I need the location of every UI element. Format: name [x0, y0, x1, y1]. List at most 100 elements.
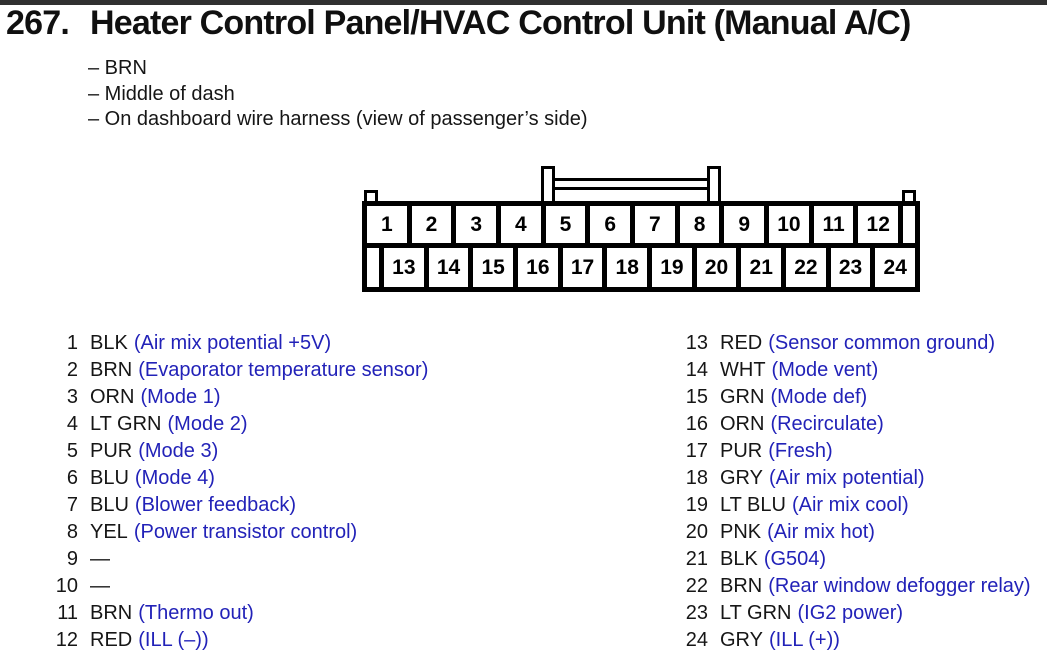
pin-wire-color: PUR	[720, 440, 763, 462]
pin-wire-color: PUR	[90, 440, 133, 462]
pin-function: (Evaporator temperature sensor)	[138, 359, 429, 381]
page-title: 267. Heater Control Panel/HVAC Control Un…	[6, 4, 911, 43]
pin-number: 10	[55, 575, 78, 597]
pin-number: 13	[685, 332, 708, 354]
pin-wire-color: LT BLU	[720, 494, 786, 516]
connector-pin-cell: 4	[501, 206, 541, 243]
pin-number: 21	[685, 548, 708, 570]
pin-wire-color: BRN	[720, 575, 763, 597]
pin-row: 17 PUR(Fresh)	[670, 438, 1031, 465]
pin-row: 5 PUR(Mode 3)	[40, 438, 428, 465]
connector-pin-cell: 12	[858, 206, 899, 243]
location-notes: – BRN – Middle of dash – On dashboard wi…	[88, 56, 588, 133]
pin-number: 4	[66, 413, 78, 435]
connector-pin-cell: 19	[652, 248, 692, 287]
pin-row: 23 LT GRN(IG2 power)	[670, 600, 1031, 627]
connector-pin-cell: 9	[724, 206, 765, 243]
pin-wire-color: GRY	[720, 629, 763, 651]
section-number: 267.	[6, 4, 70, 42]
connector-bottom-row: 13 14 15 16 17 18 19 20 21 22 23 24	[367, 248, 916, 287]
pin-function: (Mode 4)	[134, 467, 215, 489]
pin-wire-color: BLK	[720, 548, 758, 570]
pin-row: 21 BLK(G504)	[670, 546, 1031, 573]
pin-number: 18	[685, 467, 708, 489]
pin-function: (Air mix hot)	[767, 521, 875, 543]
pin-wire-color: LT GRN	[720, 602, 792, 624]
pin-number: 22	[685, 575, 708, 597]
connector-pin-cell: 2	[411, 206, 452, 243]
pin-row: 22 BRN(Rear window defogger relay)	[670, 573, 1031, 600]
pin-function: (Sensor common ground)	[768, 332, 996, 354]
pin-number: 11	[57, 602, 78, 624]
pin-function: (Thermo out)	[138, 602, 254, 624]
connector-pin-cell: 24	[875, 248, 916, 287]
pin-function: (Air mix potential +5V)	[133, 332, 332, 354]
pin-row: 12 RED(ILL (–))	[40, 627, 428, 654]
connector-pin-cell: 3	[456, 206, 497, 243]
connector-blank-cell	[367, 248, 379, 287]
pin-function: (G504)	[763, 548, 827, 570]
pin-row: 9—	[40, 546, 428, 573]
pin-number: 12	[55, 629, 78, 651]
pin-number: 23	[685, 602, 708, 624]
pin-number: 3	[66, 386, 78, 408]
pin-function: (Blower feedback)	[134, 494, 297, 516]
connector-latch-post-right	[707, 166, 721, 206]
connector-pin-cell: 20	[696, 248, 737, 287]
pin-function: (Air mix potential)	[768, 467, 925, 489]
pin-number: 24	[685, 629, 708, 651]
note-line: – BRN	[88, 57, 147, 79]
pin-row: 10 —	[40, 573, 428, 600]
pin-row: 11 BRN(Thermo out)	[40, 600, 428, 627]
pin-wire-color: PNK	[720, 521, 762, 543]
pin-number: 14	[685, 359, 708, 381]
pin-function: (Fresh)	[768, 440, 833, 462]
connector-diagram: 1 2 3 4 5 6 7 8 9 10 11 12 13 14 15 16 1…	[362, 165, 920, 292]
pin-number: 1	[66, 332, 78, 354]
pin-function: (IG2 power)	[797, 602, 904, 624]
pin-function: (Mode 3)	[138, 440, 219, 462]
scan-artifact-bar	[0, 0, 1047, 5]
pin-function: (Recirculate)	[770, 413, 884, 435]
pin-row: 24 GRY(ILL (+))	[670, 627, 1031, 654]
pin-function: (ILL (–))	[138, 629, 209, 651]
connector-pin-cell: 14	[428, 248, 469, 287]
pin-function: (Mode 2)	[167, 413, 248, 435]
pin-number: 15	[685, 386, 708, 408]
pin-function: (Mode vent)	[771, 359, 879, 381]
pin-number: 6	[66, 467, 78, 489]
connector-pin-cell: 23	[830, 248, 871, 287]
pin-number: 17	[685, 440, 708, 462]
pin-number: 5	[66, 440, 78, 462]
connector-top-row: 1 2 3 4 5 6 7 8 9 10 11 12	[367, 206, 916, 243]
pin-function: (ILL (+))	[768, 629, 840, 651]
pin-function: (Mode def)	[770, 386, 868, 408]
pin-row: 1 BLK(Air mix potential +5V)	[40, 330, 428, 357]
title-text: Heater Control Panel/HVAC Control Unit (…	[90, 4, 911, 42]
connector-pin-cell: 16	[518, 248, 558, 287]
pin-wire-color: —	[90, 575, 110, 597]
pin-wire-color: RED	[90, 629, 133, 651]
pin-function: (Power transistor control)	[133, 521, 358, 543]
connector-pin-cell: 17	[562, 248, 603, 287]
pin-number: 7	[66, 494, 78, 516]
pin-wire-color: BRN	[90, 602, 133, 624]
connector-blank-cell	[903, 206, 916, 243]
pin-wire-color: BLK	[90, 332, 128, 354]
pin-number: 9	[66, 548, 78, 570]
connector-latch-post-left	[541, 166, 555, 206]
pin-number: 16	[685, 413, 708, 435]
pin-wire-color: BRN	[90, 359, 133, 381]
pin-function: (Rear window defogger relay)	[768, 575, 1031, 597]
